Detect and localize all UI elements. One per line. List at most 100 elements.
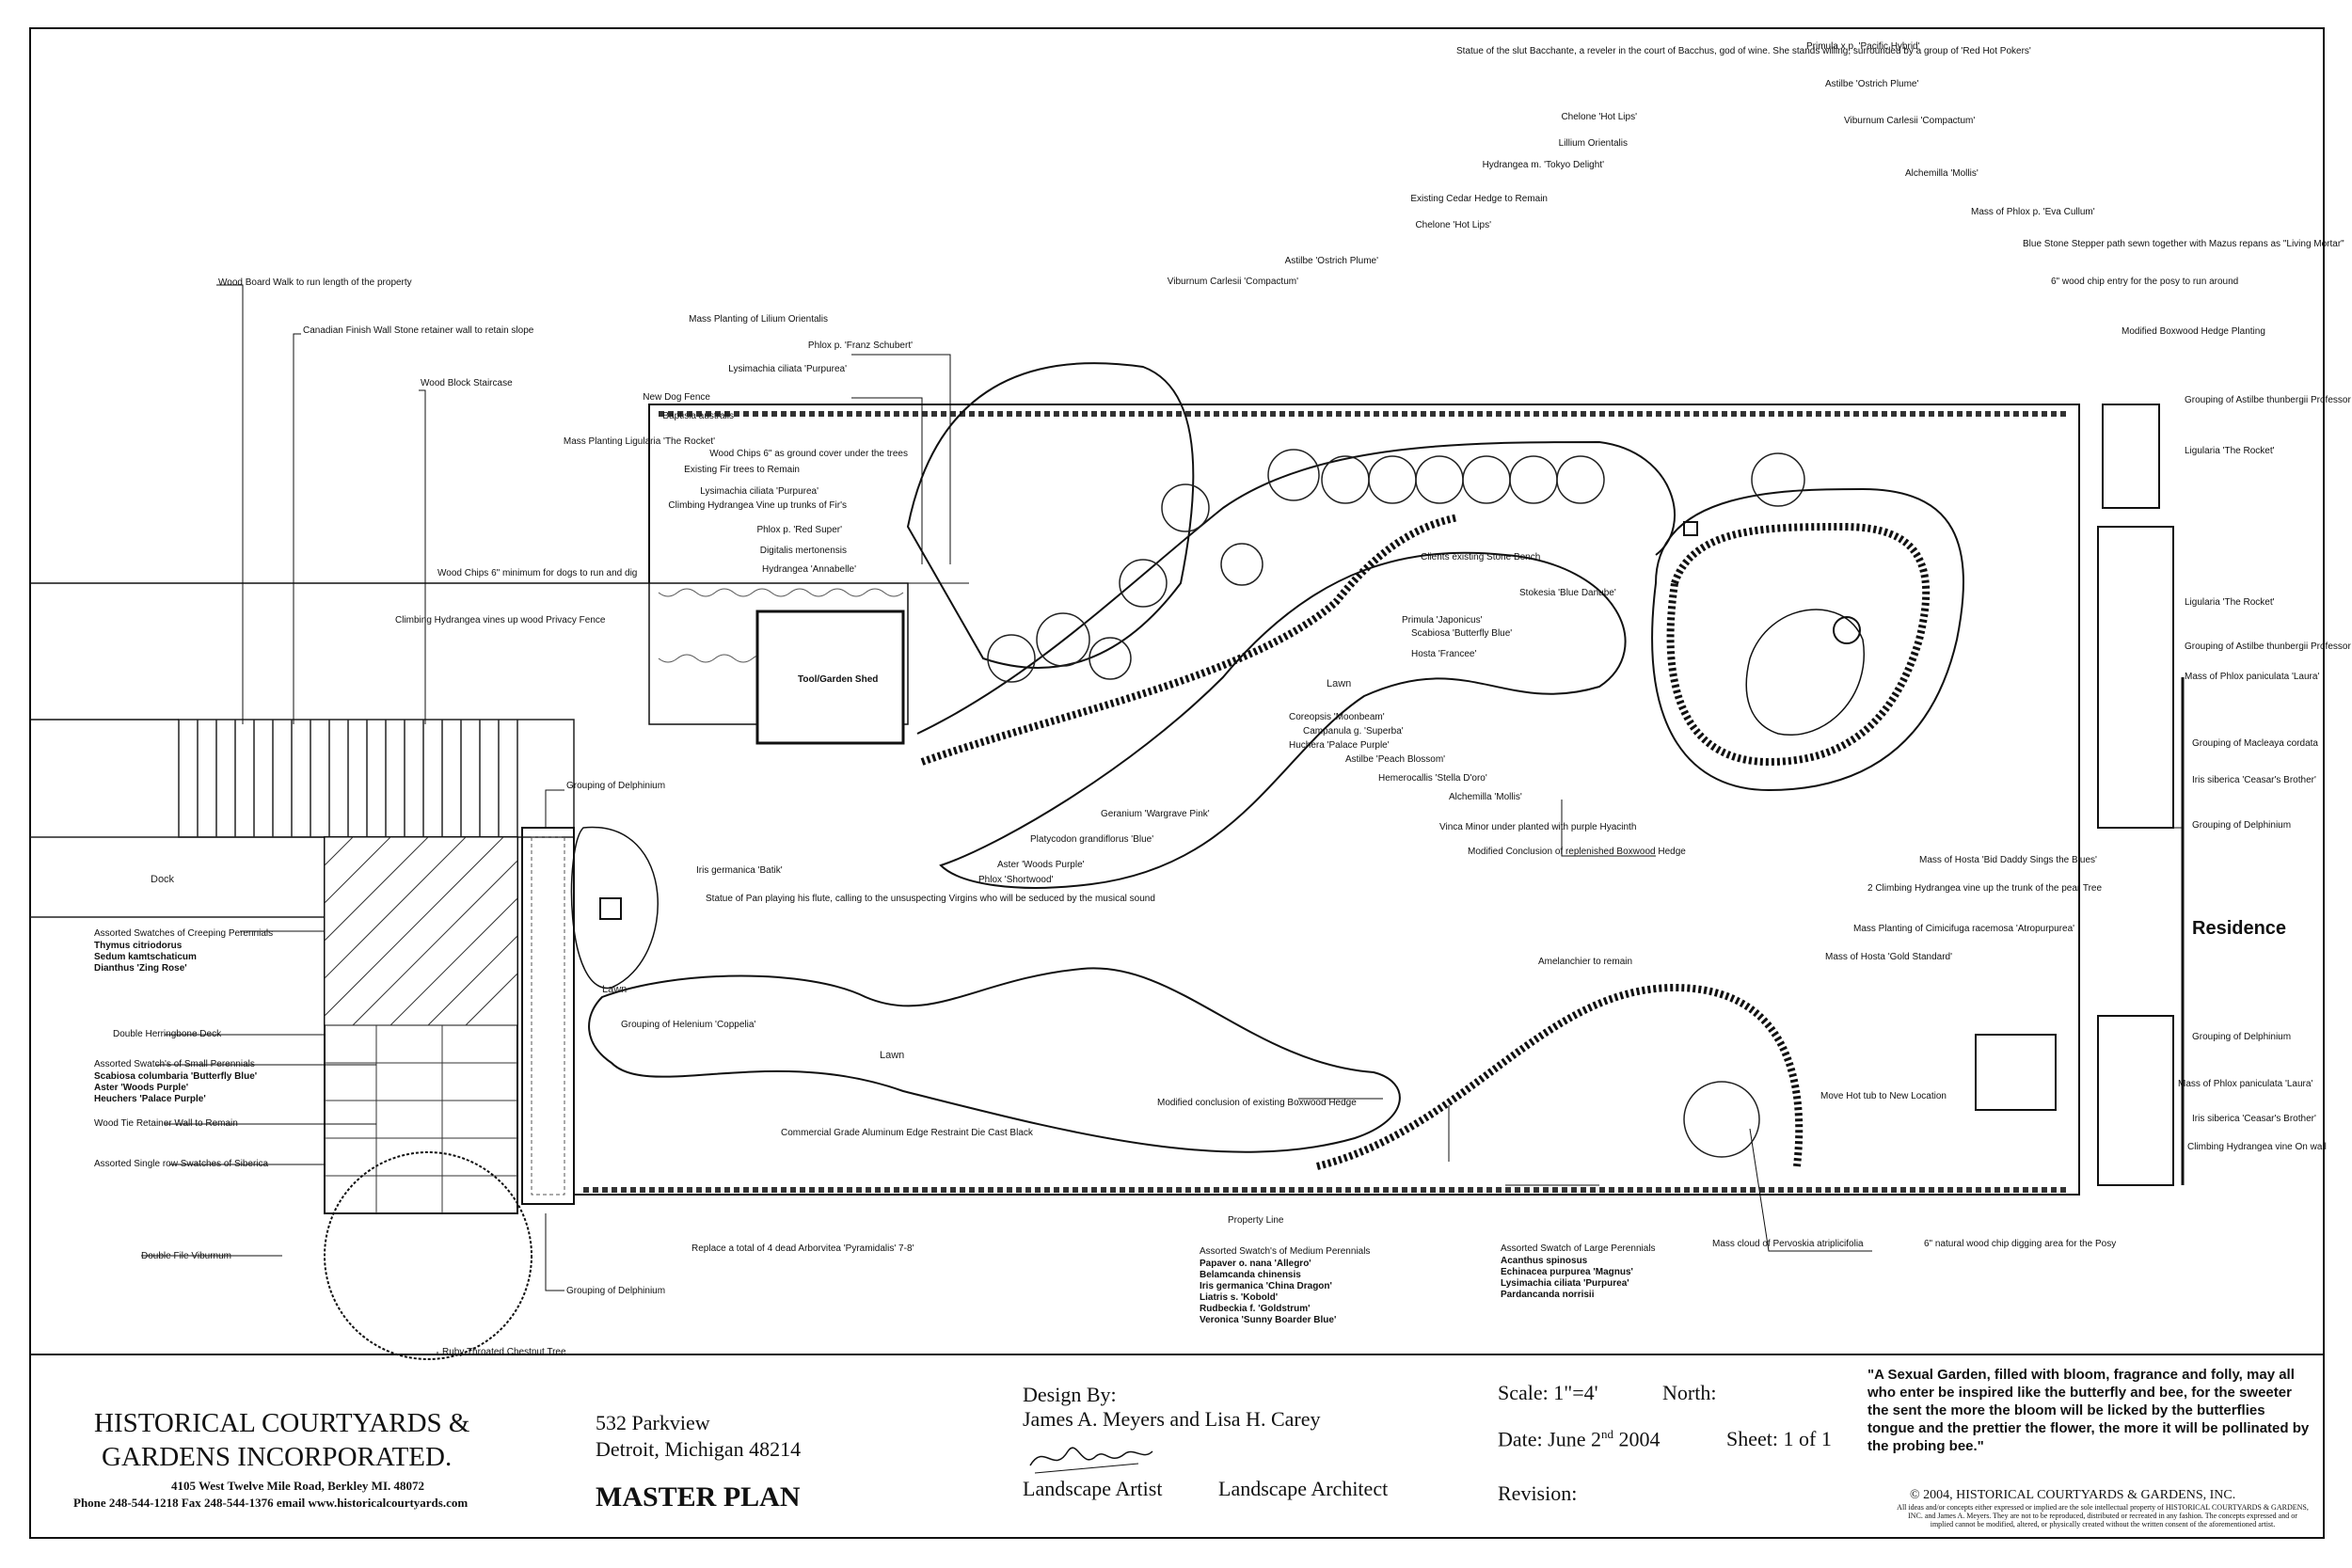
label-lillium: Lillium Orientalis [1559, 138, 1628, 149]
label-viburnum-2: Viburnum Carlesii 'Compactum' [1844, 116, 1975, 126]
label-medium-perennials: Assorted Swatch's of Medium Perennials [1200, 1246, 1370, 1257]
label-staircase: Wood Block Staircase [421, 378, 513, 388]
label-large-2: Echinacea purpurea 'Magnus' [1501, 1267, 1633, 1277]
design-by: Design By: [1023, 1383, 1117, 1406]
label-ligularia-mass: Mass Planting Ligularia 'The Rocket' [564, 436, 715, 447]
designers: James A. Meyers and Lisa H. Carey [1023, 1407, 1321, 1431]
label-scabiosa: Scabiosa 'Butterfly Blue' [1411, 628, 1512, 639]
label-creeping-perennials: Assorted Swatches of Creeping Perennials [94, 928, 273, 939]
label-hemerocallis: Hemerocallis 'Stella D'oro' [1378, 773, 1487, 784]
label-campanula: Campanula g. 'Superba' [1303, 726, 1404, 736]
fir-tree-grove [906, 362, 1195, 669]
pan-statue [599, 897, 622, 920]
label-pan-statue: Statue of Pan playing his flute, calling… [706, 894, 1155, 904]
label-iris-ceasar-2: Iris siberica 'Ceasar's Brother' [2192, 1114, 2316, 1124]
label-creeping-2: Sedum kamtschaticum [94, 952, 197, 962]
label-cedar-hedge: Existing Cedar Hedge to Remain [1410, 194, 1548, 204]
label-ligularia-rocket-2: Ligularia 'The Rocket' [2185, 597, 2275, 608]
hot-tub [1975, 1034, 2057, 1111]
label-lawn-upper: Lawn [1327, 678, 1351, 689]
label-medium-4: Liatris s. 'Kobold' [1200, 1292, 1278, 1303]
label-hosta-francee: Hosta 'Francee' [1411, 649, 1476, 659]
label-lawn-lower: Lawn [880, 1050, 904, 1061]
label-arborvitea: Replace a total of 4 dead Arborvitea 'Py… [691, 1243, 914, 1254]
label-existing-fir: Existing Fir trees to Remain [684, 465, 800, 475]
label-viburnum-1: Viburnum Carlesii 'Compactum' [1168, 277, 1298, 287]
lawn-lower [588, 967, 1401, 1153]
company-phone: Phone 248-544-1218 Fax 248-544-1376 emai… [73, 1496, 469, 1510]
date: Date: June 2nd 2004 [1498, 1427, 1661, 1451]
label-chelone-1: Chelone 'Hot Lips' [1561, 112, 1637, 122]
amelanchier [1683, 1081, 1760, 1158]
sheet-number: Sheet: 1 of 1 [1726, 1427, 1832, 1450]
label-primula-pacific: Primula x p. 'Pacific Hybrid' [1806, 41, 1920, 52]
label-delphinium-l2: Grouping of Delphinium [566, 1286, 665, 1296]
label-amelanchier: Amelanchier to remain [1538, 957, 1632, 967]
label-climbing-hydrangea-wall: Climbing Hydrangea vine On wall [2187, 1142, 2327, 1152]
label-wood-tie-wall: Wood Tie Retainer Wall to Remain [94, 1118, 238, 1129]
copyright: © 2004, HISTORICAL COURTYARDS & GARDENS,… [1910, 1488, 2236, 1502]
label-climbing-hydrangea-fir: Climbing Hydrangea Vine up trunks of Fir… [668, 500, 847, 511]
label-boxwood-existing: Modified conclusion of existing Boxwood … [1157, 1098, 1357, 1108]
label-creeping-1: Thymus citriodorus [94, 941, 183, 951]
label-medium-5: Rudbeckia f. 'Goldstrum' [1200, 1304, 1311, 1314]
label-siberica-swatches: Assorted Single row Swatches of Siberica [94, 1159, 269, 1169]
role-landscape-architect: Landscape Architect [1218, 1477, 1389, 1500]
label-residence: Residence [2192, 918, 2286, 939]
label-climbing-hydrangea-fence: Climbing Hydrangea vines up wood Privacy… [395, 615, 606, 626]
label-cimicifuga: Mass Planting of Cimicifuga racemosa 'At… [1853, 924, 2074, 934]
label-shed: Tool/Garden Shed [798, 674, 878, 685]
label-chestnut-tree: Ruby Throated Chestnut Tree [442, 1347, 566, 1357]
pear-tree [1833, 616, 1861, 644]
boxwood-hedge-corner [2102, 404, 2160, 509]
label-hot-tub: Move Hot tub to New Location [1820, 1091, 1947, 1101]
legal-fine-print: All ideas and/or concepts either express… [1897, 1503, 2309, 1528]
label-hosta-big-daddy: Mass of Hosta 'Bid Daddy Sings the Blues… [1919, 855, 2097, 865]
label-geranium: Geranium 'Wargrave Pink' [1101, 809, 1210, 819]
label-phlox-shortwood: Phlox 'Shortwood' [978, 875, 1054, 885]
label-phlox-laura-2: Mass of Phlox paniculata 'Laura' [2178, 1079, 2312, 1089]
pan-statue-bed [570, 826, 659, 989]
label-delphinium-r1: Grouping of Delphinium [2192, 820, 2291, 831]
company-address: 4105 West Twelve Mile Road, Berkley MI. … [171, 1479, 425, 1493]
tool-garden-shed [755, 610, 905, 745]
role-landscape-artist: Landscape Artist [1023, 1477, 1163, 1500]
label-edge-restraint: Commercial Grade Aluminum Edge Restraint… [781, 1128, 1034, 1138]
label-hydrangea-annabelle: Hydrangea 'Annabelle' [762, 564, 856, 575]
label-dog-fence: New Dog Fence [643, 392, 710, 403]
label-large-1: Acanthus spinosus [1501, 1256, 1588, 1266]
boxwood-hedge-lower [1316, 983, 1804, 1170]
residence-bed-upper [2097, 526, 2174, 829]
label-macleaya: Grouping of Macleaya cordata [2192, 738, 2318, 749]
label-blue-stone-path: Blue Stone Stepper path sewn together wi… [2023, 239, 2344, 249]
label-phlox-franz: Phlox p. 'Franz Schubert' [808, 341, 913, 351]
label-creeping-3: Dianthus 'Zing Rose' [94, 963, 187, 974]
label-small-3: Heuchers 'Palace Purple' [94, 1094, 206, 1104]
label-hydrangea-tokyo: Hydrangea m. 'Tokyo Delight' [1483, 160, 1605, 170]
site-address-line1: 532 Parkview [596, 1411, 710, 1434]
label-small-1: Scabiosa columbaria 'Butterfly Blue' [94, 1071, 257, 1082]
plan-title: MASTER PLAN [596, 1481, 801, 1513]
sheet-border [29, 27, 2325, 1539]
north: North: [1662, 1381, 1717, 1404]
leader-lines [141, 284, 2183, 1354]
label-stone-bench: Clients existing Stone Bench [1421, 552, 1540, 562]
bacchante-statue [1683, 521, 1698, 536]
label-iris-ceasar-1: Iris siberica 'Ceasar's Brother' [2192, 775, 2316, 785]
label-coreopsis: Coreopsis 'Moonbeam' [1289, 712, 1385, 722]
shrub-circles [987, 449, 1805, 683]
label-aster-woods: Aster 'Woods Purple' [997, 860, 1085, 870]
label-dock: Dock [151, 874, 175, 885]
herringbone-deck [324, 836, 518, 1214]
label-medium-2: Belamcanda chinensis [1200, 1270, 1301, 1280]
company-name-line1: HISTORICAL COURTYARDS & [94, 1408, 470, 1438]
revision: Revision: [1498, 1481, 1578, 1505]
label-astilbe-thunbergii-2: Grouping of Astilbe thunbergii Professor… [2185, 641, 2352, 652]
lawn-upper [939, 551, 1627, 889]
label-astilbe-thunbergii-1: Grouping of Astilbe thunbergii Professor… [2185, 395, 2352, 405]
label-stokesia: Stokesia 'Blue Danube' [1519, 588, 1616, 598]
label-digitalis: Digitalis mertonensis [760, 546, 847, 556]
label-vinca: Vinca Minor under planted with purple Hy… [1439, 822, 1636, 832]
label-phlox-eva: Mass of Phlox p. 'Eva Cullum' [1971, 207, 2095, 217]
